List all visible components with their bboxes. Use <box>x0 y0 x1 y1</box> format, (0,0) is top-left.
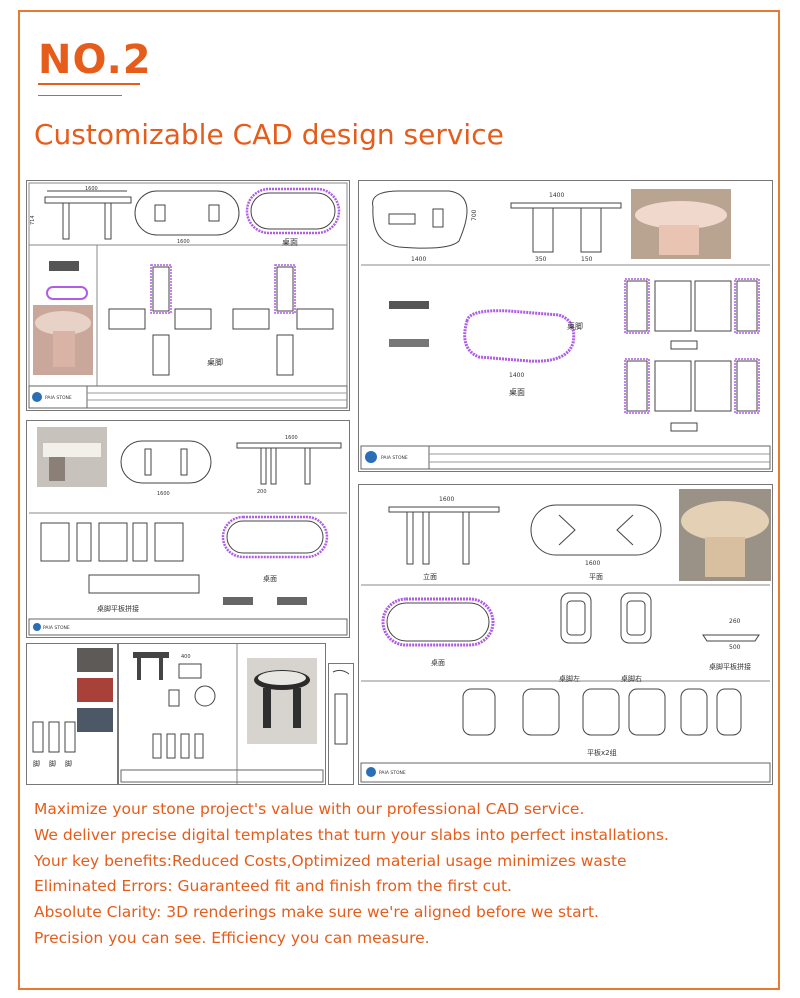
cad-drawing-capsule-table: 1600 1600 200 桌脚平板拼接 桌面 PAIA STONE <box>26 420 350 638</box>
section-number-underline <box>38 83 140 85</box>
svg-text:脚: 脚 <box>49 759 56 768</box>
svg-text:桌面: 桌面 <box>509 387 525 397</box>
svg-text:PAIA STONE: PAIA STONE <box>379 770 406 776</box>
svg-text:1400: 1400 <box>509 372 524 379</box>
svg-text:350: 350 <box>535 256 547 263</box>
page-frame <box>18 10 780 990</box>
svg-text:立面: 立面 <box>423 572 437 581</box>
svg-text:1400: 1400 <box>549 192 564 199</box>
section-number: NO.2 <box>38 37 152 83</box>
svg-text:1600: 1600 <box>157 491 170 497</box>
svg-text:桌面: 桌面 <box>431 658 445 667</box>
label-tabletop: 桌面 <box>282 237 298 247</box>
svg-text:500: 500 <box>729 644 741 651</box>
cad-drawing-legs-set: 脚 脚 脚 <box>26 643 118 785</box>
svg-text:1600: 1600 <box>585 560 600 567</box>
svg-text:1600: 1600 <box>439 496 454 503</box>
benefit-line: Your key benefits:Reduced Costs,Optimize… <box>34 851 627 870</box>
svg-text:1600: 1600 <box>85 186 98 192</box>
benefits-list: Maximize your stone project's value with… <box>34 797 774 952</box>
svg-text:脚: 脚 <box>65 759 72 768</box>
cad-drawing-stool: 400 <box>118 643 326 785</box>
svg-text:1600: 1600 <box>177 239 190 245</box>
benefit-line: We deliver precise digital templates tha… <box>34 825 669 844</box>
cad-drawing-racetrack-table: 1600 立面 1600 平面 桌面 桌脚左 桌脚右 260 500 桌脚平板拼… <box>358 484 773 785</box>
svg-text:1400: 1400 <box>411 256 426 263</box>
cad-drawing-partial <box>328 663 354 785</box>
svg-text:PAIA STONE: PAIA STONE <box>381 455 408 461</box>
svg-text:714: 714 <box>30 215 36 225</box>
cad-drawing-oval-table-1600: 1600 714 1600 桌面 桌脚 <box>26 180 350 411</box>
svg-text:脚: 脚 <box>33 759 40 768</box>
benefit-line: Eliminated Errors: Guaranteed fit and fi… <box>34 877 512 896</box>
benefit-line: Precision you can see. Efficiency you ca… <box>34 928 430 947</box>
section-number-underline-short <box>38 95 122 96</box>
svg-text:桌面: 桌面 <box>263 574 277 583</box>
svg-text:260: 260 <box>729 618 741 625</box>
svg-text:PAIA STONE: PAIA STONE <box>43 625 70 631</box>
cad-drawing-oval-table-1400: 1400 700 1400 350 150 1400 桌面 桌脚 <box>358 180 773 472</box>
svg-text:平面: 平面 <box>589 573 603 581</box>
svg-text:700: 700 <box>471 209 478 221</box>
svg-text:桌脚左: 桌脚左 <box>559 674 580 683</box>
svg-text:PAIA STONE: PAIA STONE <box>45 395 72 401</box>
svg-text:桌脚: 桌脚 <box>207 357 223 367</box>
svg-text:桌脚右: 桌脚右 <box>621 674 642 683</box>
svg-text:200: 200 <box>257 489 267 495</box>
svg-text:平板x2组: 平板x2组 <box>587 748 617 757</box>
svg-text:1600: 1600 <box>285 435 298 441</box>
benefit-line: Maximize your stone project's value with… <box>34 800 585 818</box>
svg-text:桌脚: 桌脚 <box>567 321 583 331</box>
svg-text:桌脚平板拼接: 桌脚平板拼接 <box>97 604 139 613</box>
svg-text:400: 400 <box>181 654 191 660</box>
benefit-line: Absolute Clarity: 3D renderings make sur… <box>34 903 599 922</box>
page-title: Customizable CAD design service <box>34 118 504 151</box>
svg-text:桌脚平板拼接: 桌脚平板拼接 <box>709 662 751 671</box>
svg-text:150: 150 <box>581 256 593 263</box>
